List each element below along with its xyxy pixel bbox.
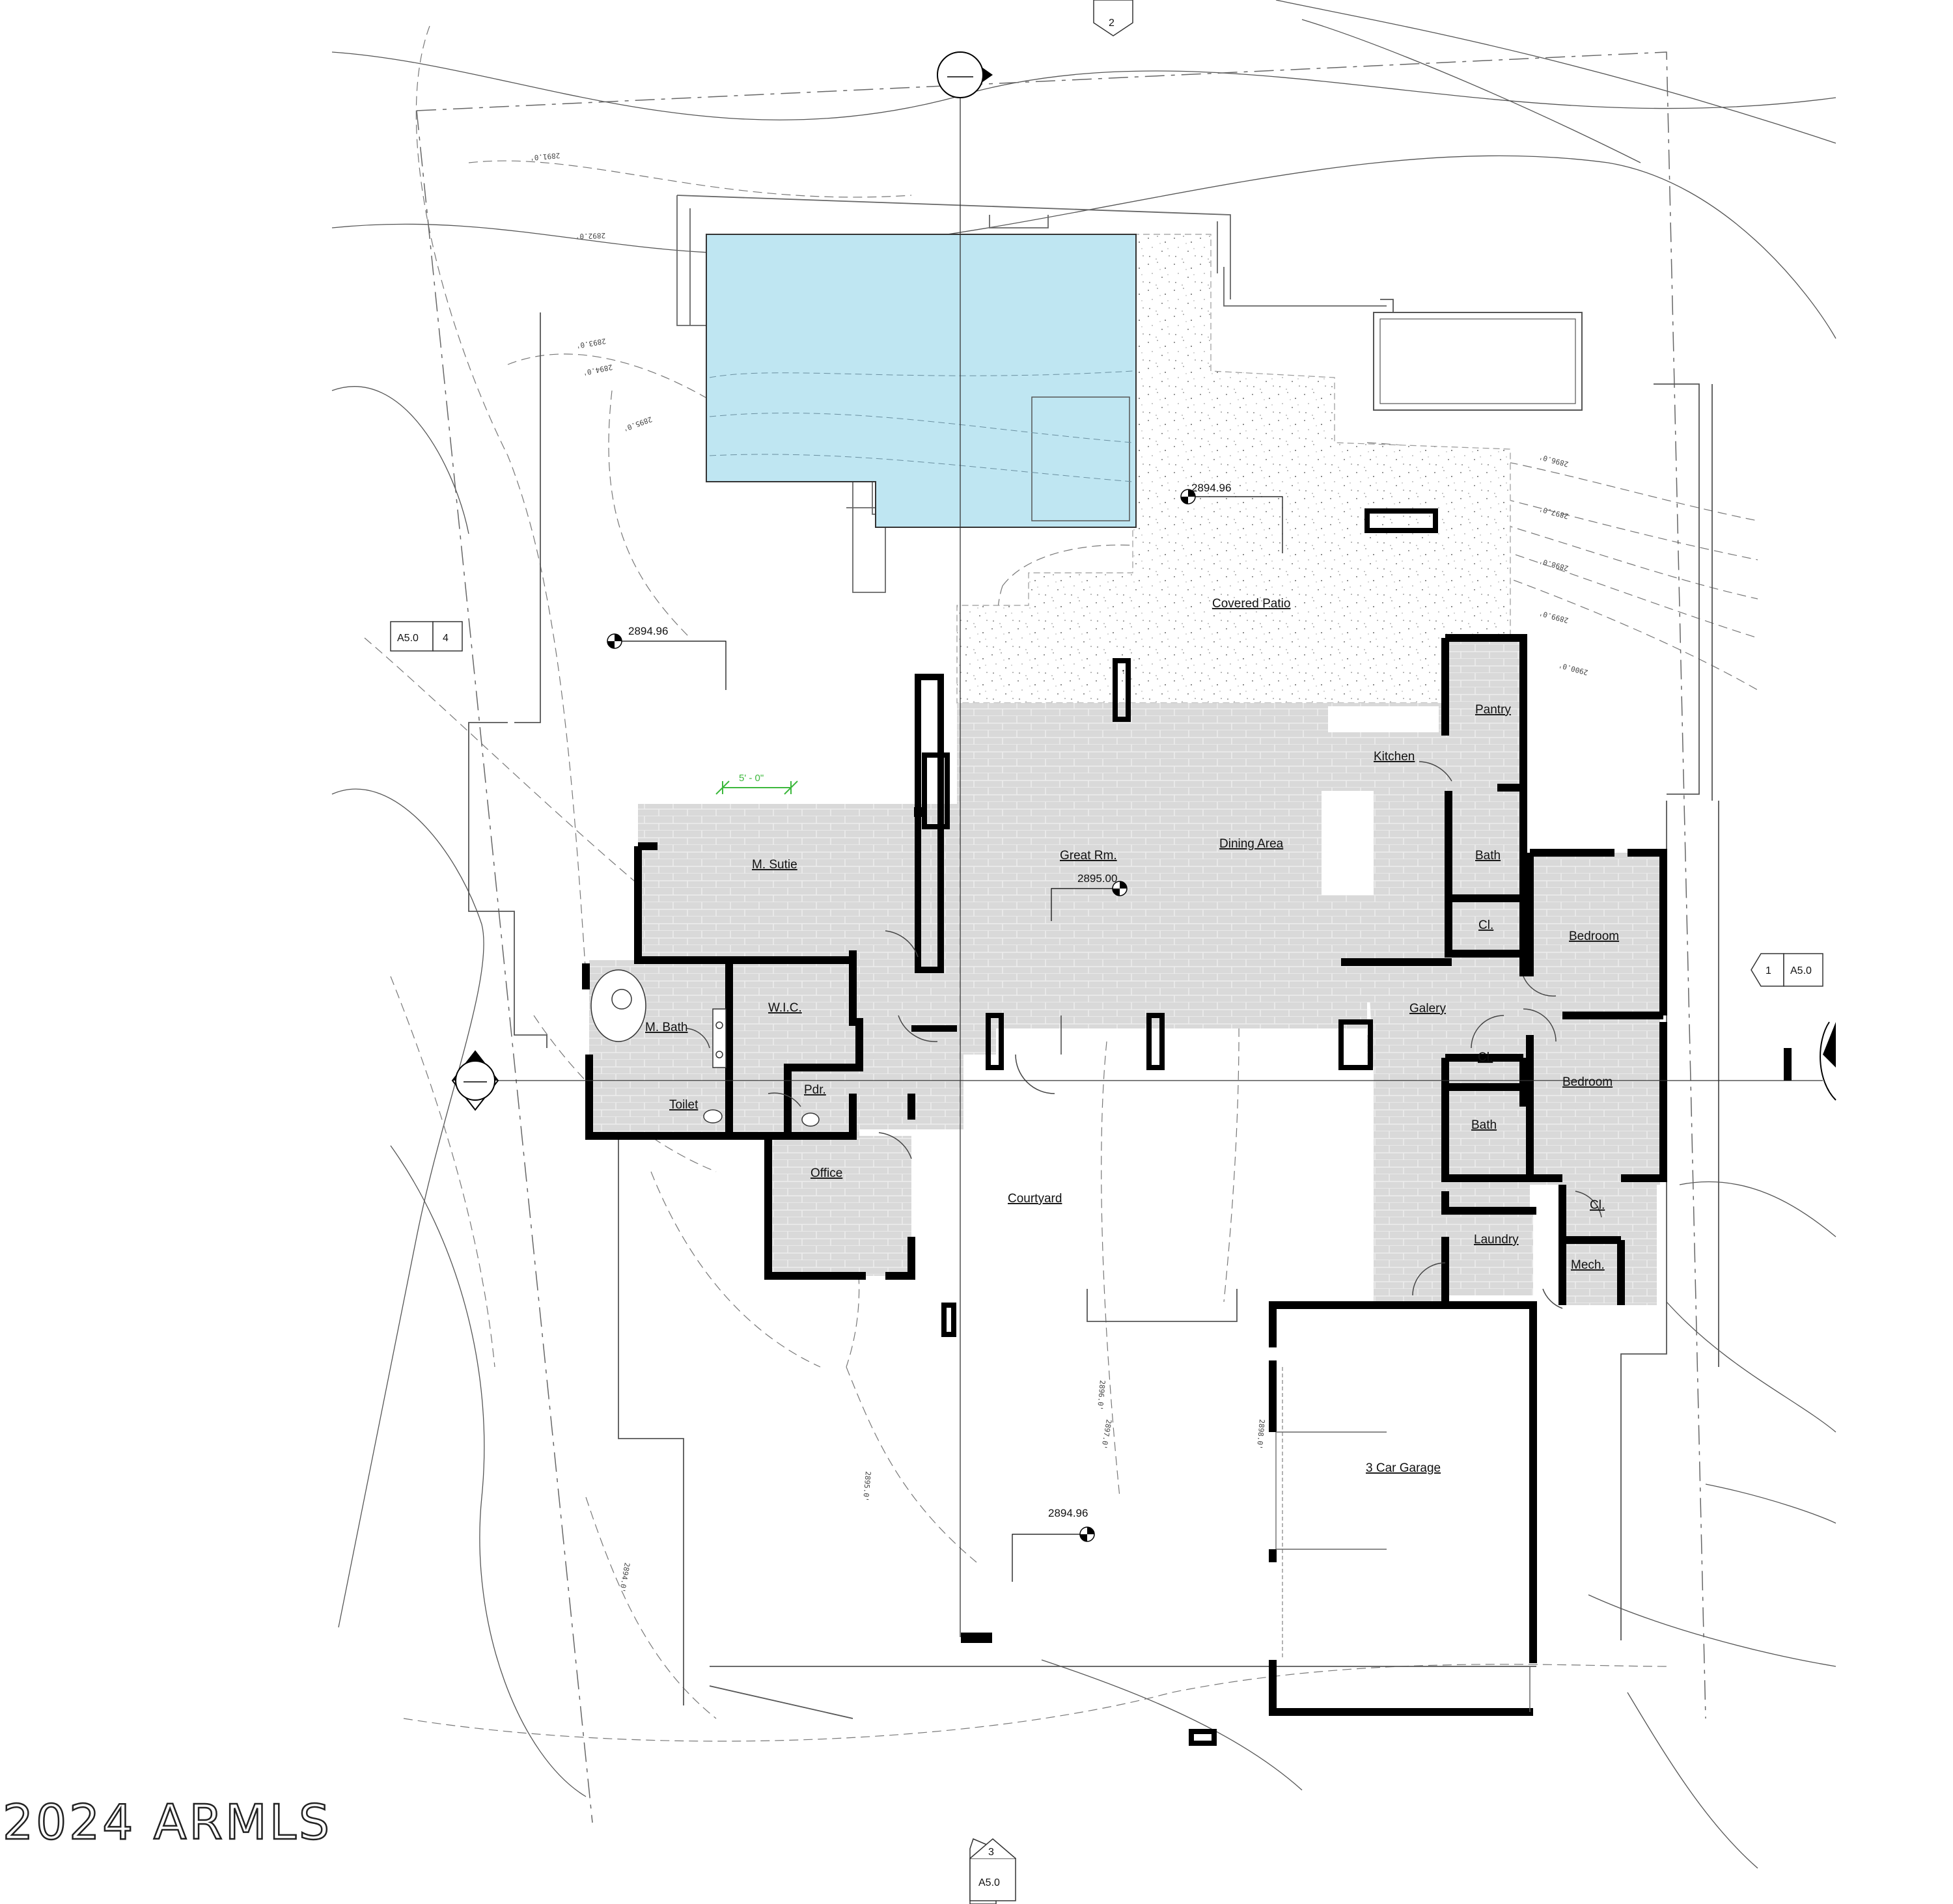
room-label-bath-upper: Bath xyxy=(1475,849,1501,862)
dimension-line: 5' - 0" xyxy=(715,773,798,795)
pool-steps xyxy=(1031,396,1130,521)
room-label-mech: Mech. xyxy=(1571,1258,1605,1272)
dimension-label: 5' - 0" xyxy=(739,773,764,784)
sheet-tag-number: 4 xyxy=(443,633,449,644)
room-label-powder: Pdr. xyxy=(804,1083,826,1097)
contour-label: 2891.0' xyxy=(530,151,561,162)
watermark-text: 2024 ARMLS xyxy=(3,1795,332,1851)
elevation-label: 2894.96 xyxy=(1048,1507,1088,1519)
sheet-tag-east: 1 A5.0 xyxy=(1751,953,1823,987)
elevation-label: 2895.00 xyxy=(1077,872,1117,885)
contour-label: 2893.0' xyxy=(575,337,607,350)
contour-label: 2900.0' xyxy=(1558,661,1589,677)
contour-label: 2896.0' xyxy=(1538,452,1570,469)
sheet-tag-sheet: A5.0 xyxy=(397,633,419,644)
site-walls xyxy=(468,299,1719,1719)
room-label-kitchen: Kitchen xyxy=(1374,750,1415,764)
section-marker-west xyxy=(451,1050,499,1111)
room-label-master-bath: M. Bath xyxy=(645,1021,687,1034)
contour-label: 2899.0' xyxy=(1538,609,1570,625)
property-lines xyxy=(416,51,1706,1823)
contour-label: 2898.0' xyxy=(1255,1419,1266,1450)
contour-label: 2892.0' xyxy=(575,231,606,241)
room-label-toilet: Toilet xyxy=(669,1098,699,1112)
contour-label: 2898.0' xyxy=(1538,557,1570,573)
contour-label: 2897.0' xyxy=(1100,1418,1113,1450)
room-label-laundry: Laundry xyxy=(1474,1233,1519,1247)
elevation-marker-great-room: 2895.00 xyxy=(1051,872,1128,921)
room-label-bedroom-lower: Bedroom xyxy=(1562,1075,1613,1089)
room-label-garage: 3 Car Garage xyxy=(1366,1461,1441,1475)
bath-fixtures xyxy=(590,969,820,1127)
elevation-marker-west: 2894.96 xyxy=(607,625,727,690)
sheet-tag-bottom: 3 A5.0 xyxy=(969,1838,1016,1904)
elevation-marker-patio: 2894.96 xyxy=(1180,482,1283,553)
room-label-bedroom-upper: Bedroom xyxy=(1569,930,1619,943)
walls xyxy=(582,508,1667,1746)
room-label-covered-patio: Covered Patio xyxy=(1212,597,1290,611)
spa-inner xyxy=(1379,318,1576,404)
kitchen-counter xyxy=(1328,706,1439,732)
contour-label: 2895.0' xyxy=(861,1471,872,1502)
contour-label: 2896.0' xyxy=(1096,1380,1107,1411)
contour-label: 2895.0' xyxy=(622,415,653,433)
room-label-pantry: Pantry xyxy=(1475,703,1511,717)
pool xyxy=(706,234,1137,528)
contour-label: 2894.0' xyxy=(582,363,613,377)
room-label-closet-lower: Cl. xyxy=(1590,1198,1605,1212)
section-lines xyxy=(498,91,1823,1637)
elevation-marker-courtyard: 2894.96 xyxy=(1012,1507,1095,1582)
pool-contours xyxy=(709,370,1133,482)
room-label-closet-mid: Cl. xyxy=(1478,1051,1493,1064)
room-label-galery: Galery xyxy=(1409,1002,1446,1015)
room-labels: Covered Patio Pantry Kitchen Great Rm. D… xyxy=(645,597,1619,1475)
contour-labels: 2891.0' 2892.0' 2893.0' 2894.0' 2895.0' … xyxy=(530,151,1589,1593)
section-marker-east xyxy=(1784,1021,1836,1101)
room-label-office: Office xyxy=(810,1166,842,1180)
house-floor xyxy=(589,638,1660,1305)
sheet-tag-sheet: A5.0 xyxy=(978,1877,1000,1888)
terrain-contours xyxy=(331,0,1836,1869)
room-label-master-suite: M. Sutie xyxy=(752,858,797,872)
elevation-label: 2894.96 xyxy=(1191,482,1231,494)
room-label-dining-area: Dining Area xyxy=(1219,837,1284,851)
contour-label: 2894.0' xyxy=(618,1562,631,1593)
spa xyxy=(1373,312,1583,411)
room-label-bath-lower: Bath xyxy=(1471,1118,1497,1132)
room-label-courtyard: Courtyard xyxy=(1008,1192,1062,1206)
section-marker-north xyxy=(937,51,993,98)
sheet-tag-number: 2 xyxy=(1109,18,1115,29)
room-label-closet-upper: Cl. xyxy=(1478,918,1493,932)
sheet-tag-sheet: A5.0 xyxy=(1790,965,1812,976)
contour-label: 2897.0' xyxy=(1538,504,1570,521)
sheet-tag-west: A5.0 4 xyxy=(390,621,463,652)
room-label-great-room: Great Rm. xyxy=(1060,849,1117,862)
doors-and-fixtures xyxy=(686,761,1602,1712)
kitchen-island xyxy=(1322,791,1374,895)
sheet-tag-top: 2 xyxy=(1093,0,1133,36)
room-label-wic: W.I.C. xyxy=(768,1001,802,1015)
sheet-tag-number: 1 xyxy=(1766,965,1771,976)
elevation-label: 2894.96 xyxy=(628,625,668,637)
sheet-tag-number: 3 xyxy=(988,1847,994,1858)
